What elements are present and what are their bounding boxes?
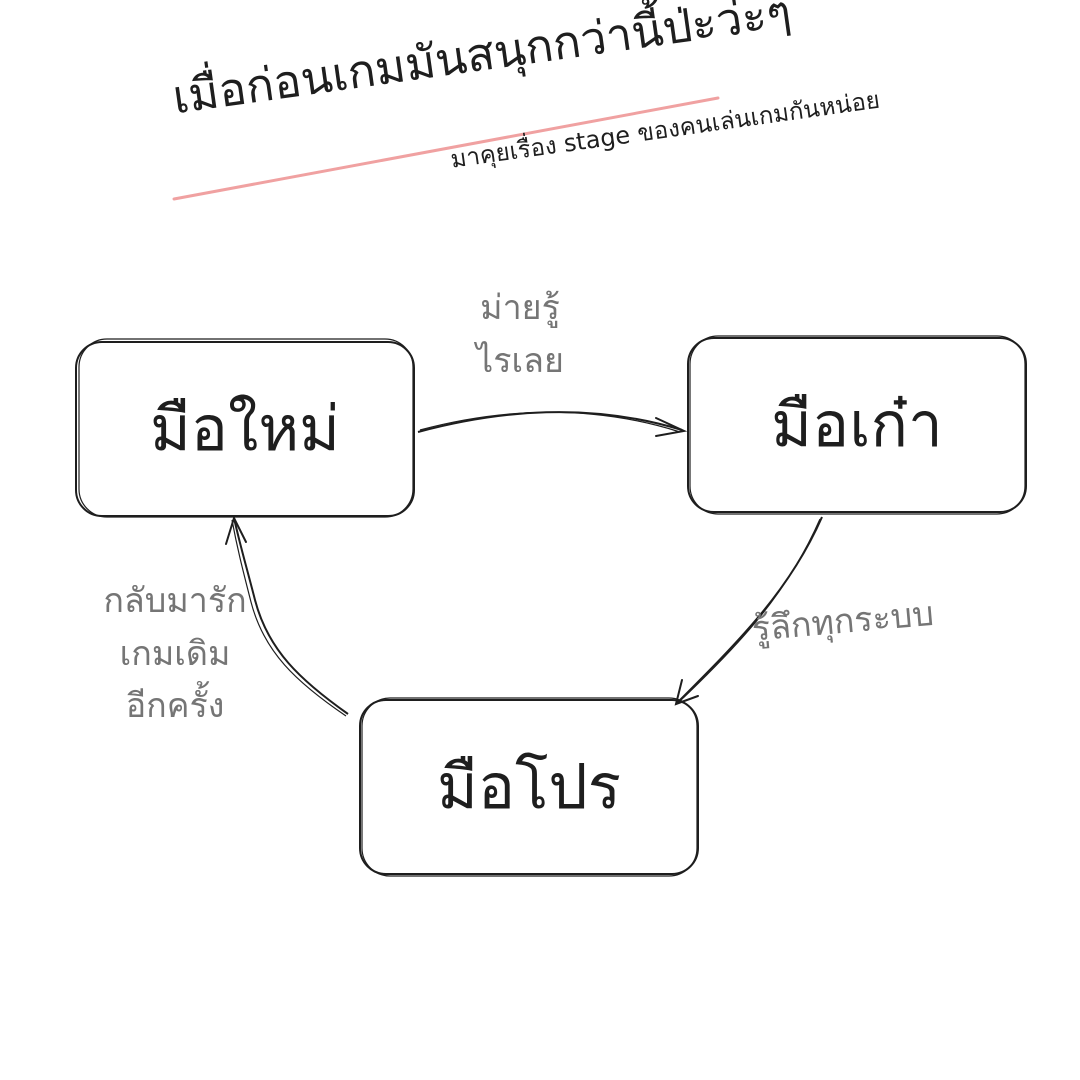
node-label-beginner: มือใหม่ [149,392,341,465]
edge-label-line: ไรเลย [476,340,564,381]
edge-label-line: ม่ายรู้ [480,288,560,328]
node-veteran[interactable] [687,335,1027,515]
arrowhead-icon [225,515,247,545]
arrowhead-icon [674,679,699,706]
node-label-pro: มือโปร [436,750,622,823]
edge-label-line: กลับมารัก [103,581,247,621]
node-pro[interactable] [359,697,699,877]
edge-beginner-to-veteran [417,411,688,437]
edge-label-beginner-to-veteran: ม่ายรู้ ไรเลย [430,282,610,387]
edge-label-line: เกมเดิม [119,633,231,674]
title-underline [172,96,720,201]
edge-label-pro-to-beginner: กลับมารัก เกมเดิม อีกครั้ง [95,575,255,733]
arrowhead-icon [655,417,688,437]
node-beginner[interactable] [75,338,415,518]
edge-label-line: อีกครั้ง [125,686,225,727]
edge-pro-to-beginner [225,515,349,717]
edge-veteran-to-pro [674,516,823,706]
node-label-veteran: มือเก๋า [771,388,943,461]
